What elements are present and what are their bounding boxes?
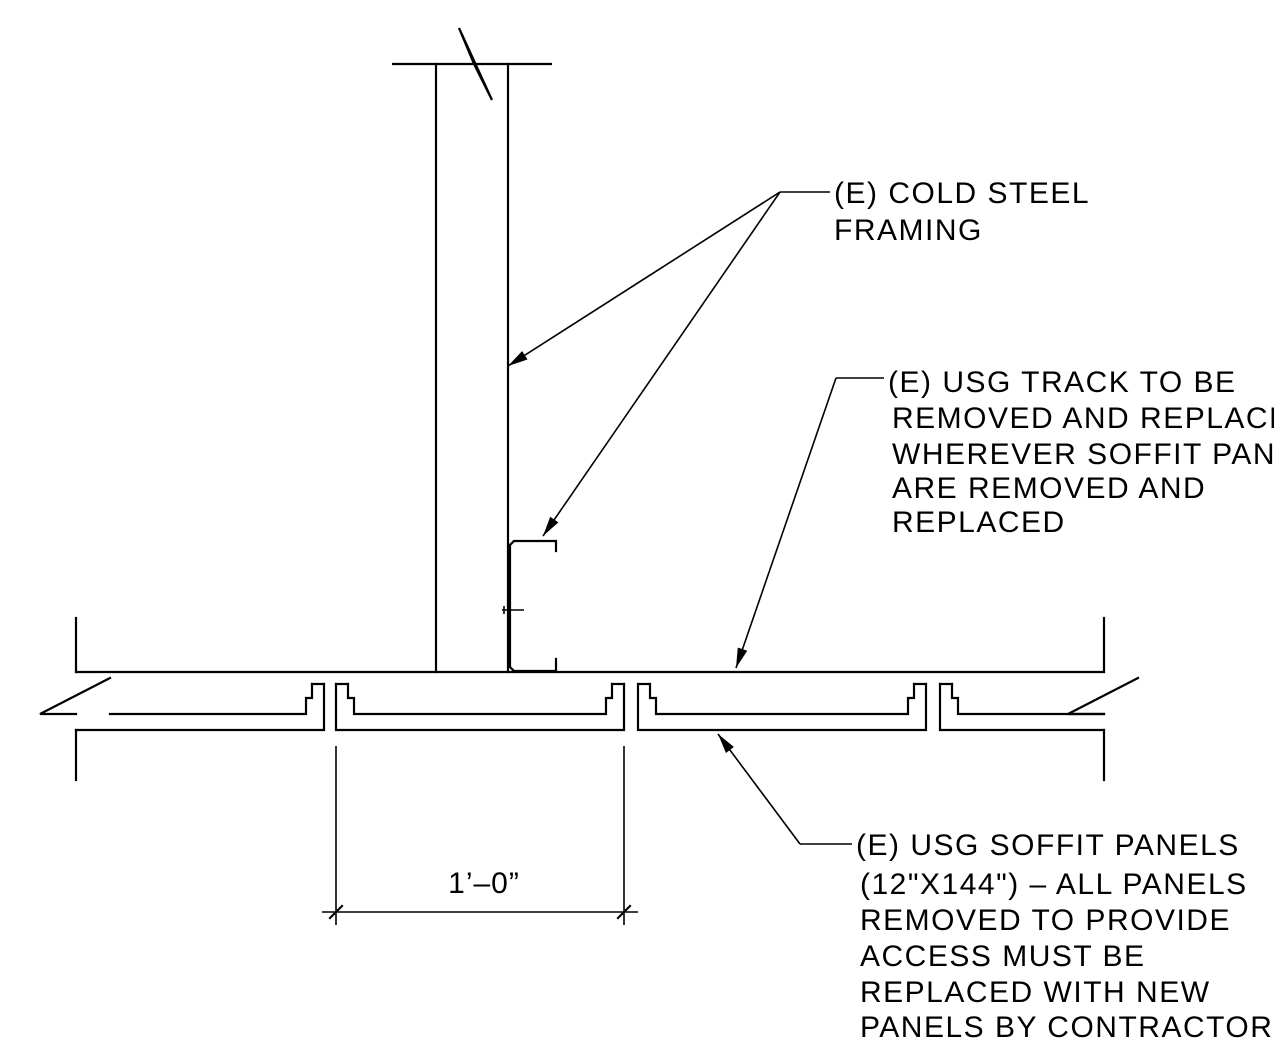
steel-stud	[392, 27, 552, 674]
soffit-panel	[636, 682, 928, 732]
soffit-panel	[938, 682, 1106, 732]
soffit-panel	[334, 682, 626, 732]
usg-track	[74, 616, 1106, 674]
break-line	[392, 27, 552, 101]
dimension: 1’–0”	[322, 746, 638, 925]
soffit-panels	[74, 682, 1106, 732]
note-soffit-panels: (E) USG SOFFIT PANELS (12"X144") – ALL P…	[856, 829, 1273, 1038]
leaders	[507, 191, 884, 845]
c-channel	[502, 539, 558, 673]
note-usg-track: (E) USG TRACK TO BE REMOVED AND REPLACED…	[888, 366, 1274, 539]
note-cold-steel-framing: (E) COLD STEEL FRAMING	[834, 177, 1099, 247]
dimension-label: 1’–0”	[448, 867, 520, 900]
soffit-panel	[74, 682, 326, 732]
